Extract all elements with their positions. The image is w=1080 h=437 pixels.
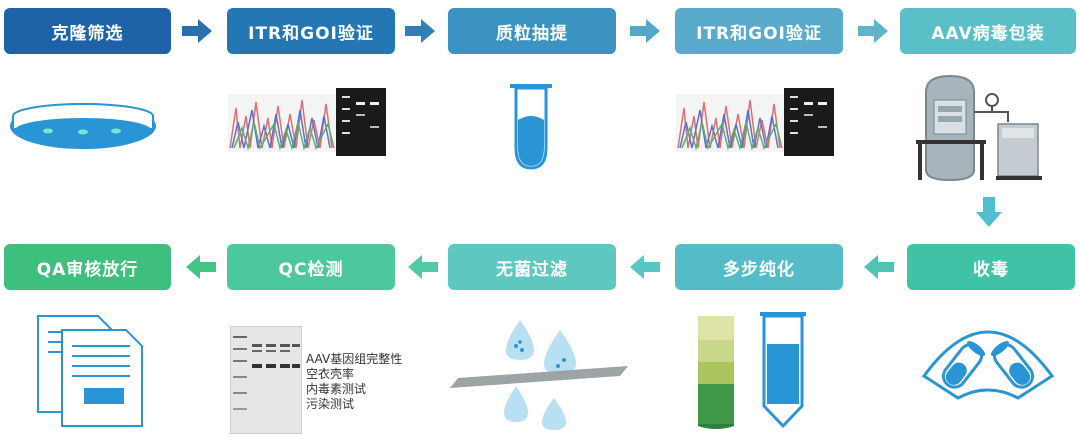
arrow-left-icon: [630, 255, 660, 279]
sequencing-gel-icon: [228, 88, 386, 156]
step-clone-screening: 克隆筛选: [4, 8, 171, 54]
step-plasmid-extraction: 质粒抽提: [448, 8, 616, 54]
step-multistep-purification: 多步纯化: [675, 244, 843, 290]
step-sterile-filtration: 无菌过滤: [448, 244, 616, 290]
arrow-down-icon: [976, 197, 1002, 227]
step-harvest: 收毒: [907, 244, 1075, 290]
step-qc-testing: QC检测: [227, 244, 395, 290]
step-itr-goi-verify-2: ITR和GOI验证: [675, 8, 843, 54]
arrow-right-icon: [405, 19, 435, 43]
arrow-left-icon: [186, 255, 216, 279]
gradient-column-icon: [698, 312, 806, 429]
arrow-right-icon: [630, 19, 660, 43]
step-qa-release: QA审核放行: [4, 244, 171, 290]
sds-page-gel-icon: [230, 326, 302, 434]
test-tube-icon: [510, 84, 552, 170]
arrow-left-icon: [408, 255, 438, 279]
qc-item: 内毒素测试: [306, 382, 367, 396]
arrow-right-icon: [182, 19, 212, 43]
sequencing-gel-icon: [676, 88, 834, 156]
bioreactor-icon: [916, 74, 1042, 182]
step-aav-packaging: AAV病毒包装: [900, 8, 1076, 54]
qc-items-list: AAV基因组完整性 空衣壳率 内毒素测试 污染测试: [306, 352, 402, 412]
petri-dish-icon: [10, 103, 156, 149]
qc-item: 污染测试: [306, 397, 355, 411]
qc-item: 空衣壳率: [306, 367, 355, 381]
filter-droplets-icon: [450, 320, 628, 430]
step-itr-goi-verify-1: ITR和GOI验证: [227, 8, 395, 54]
qc-item: AAV基因组完整性: [306, 352, 403, 366]
centrifuge-rotor-icon: [921, 330, 1055, 400]
documents-icon: [37, 315, 143, 427]
arrow-left-icon: [864, 255, 894, 279]
arrow-right-icon: [858, 19, 888, 43]
